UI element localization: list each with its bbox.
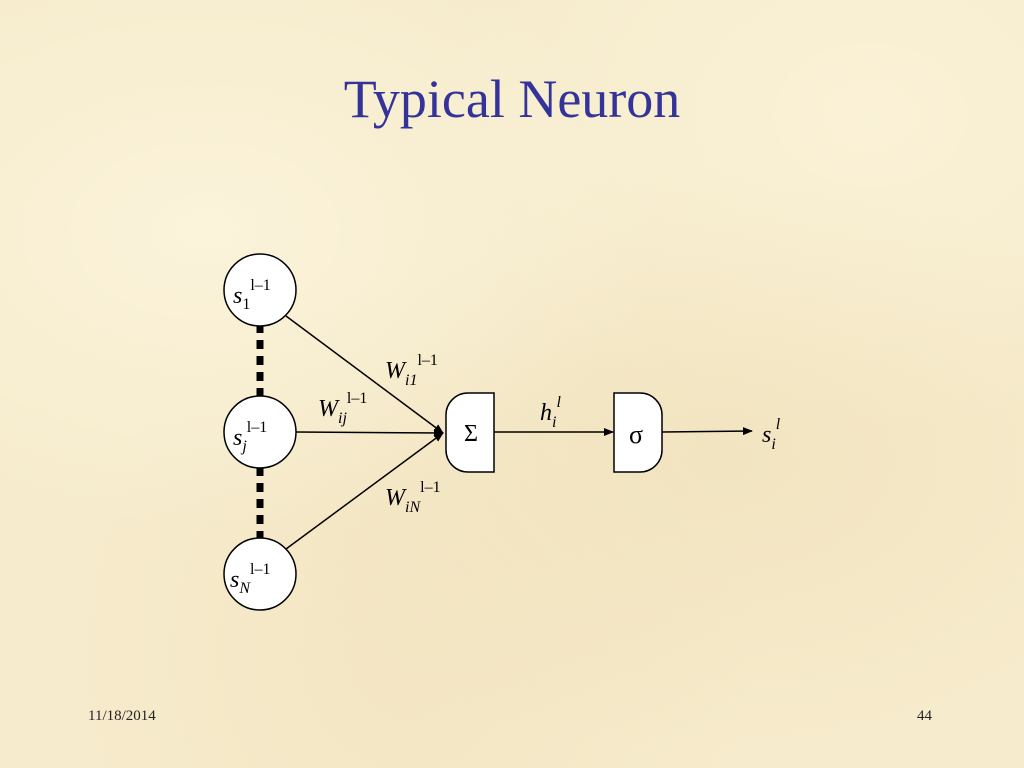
footer-date: 11/18/2014 [88, 708, 156, 724]
activation-unit [613, 392, 663, 473]
input-node-j [223, 395, 297, 469]
footer-page-number: 44 [917, 708, 932, 724]
weight-label-in: WiNl–1 [385, 479, 441, 516]
page-title: Typical Neuron [343, 69, 681, 129]
weight-label-ij: Wijl–1 [318, 390, 367, 427]
edge-n [285, 432, 444, 550]
summation-unit [445, 392, 495, 473]
hidden-label: hil [540, 394, 561, 431]
output-label: sil [762, 416, 781, 453]
weight-label-i1: Wi1l–1 [385, 352, 438, 389]
input-node-1 [223, 253, 297, 327]
sum-symbol: Σ [464, 421, 478, 447]
input-label-1: s1l–1 [233, 277, 271, 313]
activation-symbol: σ [629, 420, 643, 449]
input-label-j: sjl–1 [233, 419, 267, 455]
edge-output [661, 427, 753, 436]
edge-j [295, 428, 444, 437]
input-node-n [223, 537, 297, 611]
input-label-n: sNl–1 [230, 561, 270, 597]
edge-1 [285, 315, 444, 434]
